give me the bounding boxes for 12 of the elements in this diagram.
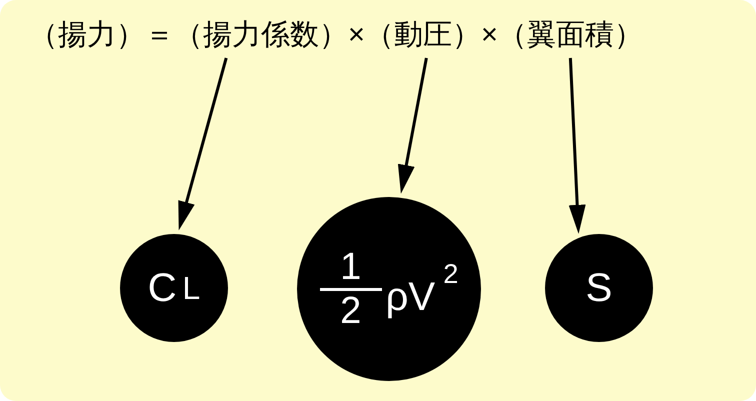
numerator: 1 — [340, 249, 362, 285]
multiply-sign: × — [348, 18, 365, 53]
multiply-sign: × — [480, 18, 498, 53]
formula-term: （翼面積） — [498, 12, 643, 58]
formula-term: （動圧） — [364, 12, 481, 58]
leader-arrow — [398, 58, 428, 194]
leader-arrow — [568, 58, 586, 234]
formula-text: （揚力）＝ — [29, 18, 174, 53]
symbol-text: ρV$^{2}$ — [386, 257, 458, 322]
formula-term: （揚力係数） — [174, 12, 348, 58]
leader-arrow — [178, 58, 228, 230]
denominator: 2 — [340, 293, 362, 329]
